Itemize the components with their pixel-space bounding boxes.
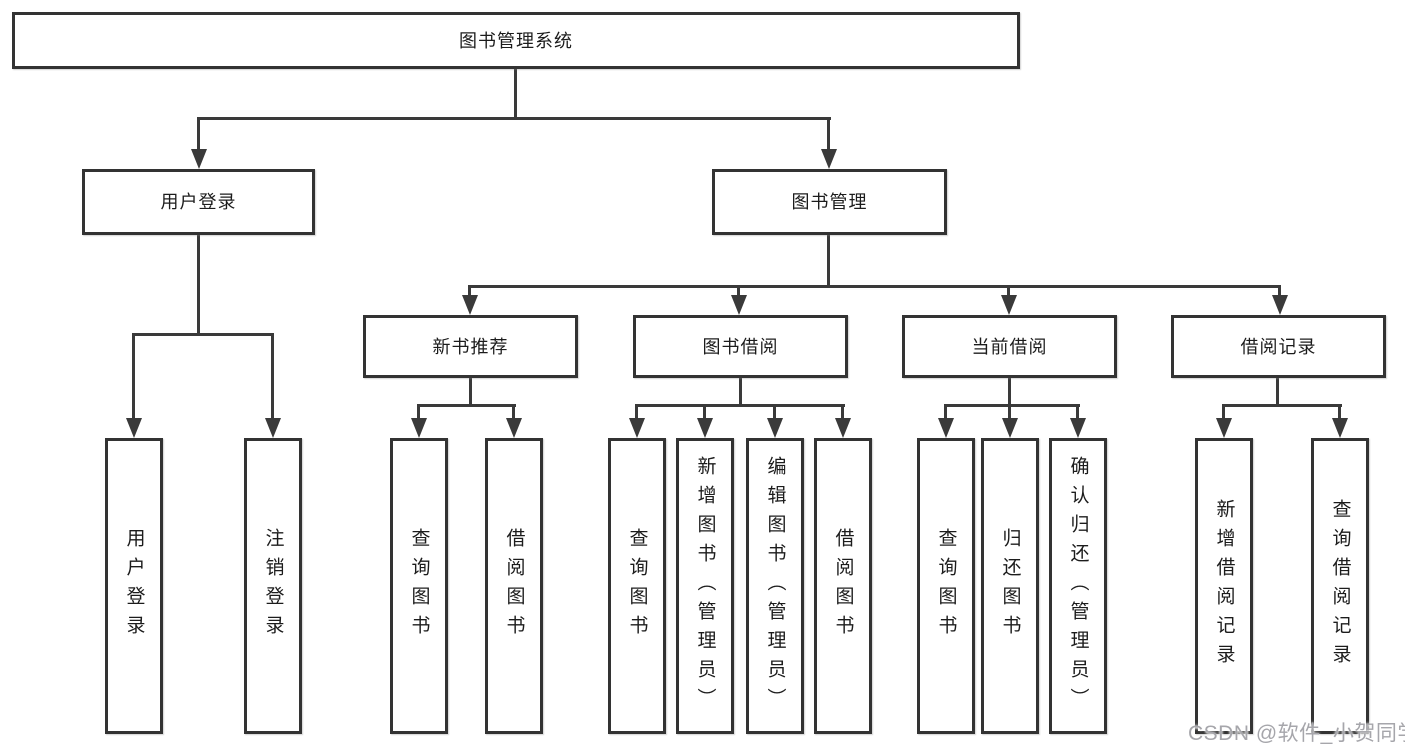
node-user-login: 用户登录	[82, 169, 315, 235]
connector-line	[1276, 377, 1279, 407]
arrow-down-icon	[125, 333, 142, 438]
node-label: 编辑图书（管理员）	[764, 455, 786, 717]
arrow-down-icon	[1001, 404, 1018, 438]
leaf-add-borrow-record: 新增借阅记录	[1195, 438, 1253, 734]
arrow-down-icon	[730, 285, 747, 315]
node-book-borrowing: 图书借阅	[633, 315, 848, 378]
leaf-borrow-books: 借阅图书	[814, 438, 872, 734]
node-label: 用户登录	[123, 528, 145, 644]
node-label: 查询图书	[935, 528, 957, 644]
connector-line	[1008, 377, 1011, 407]
node-label: 借阅记录	[1240, 336, 1317, 357]
leaf-user-login: 用户登录	[105, 438, 163, 734]
arrow-down-icon	[696, 404, 713, 438]
node-label: 查询借阅记录	[1329, 499, 1351, 673]
arrow-down-icon	[766, 404, 783, 438]
leaf-borrow-books: 借阅图书	[485, 438, 543, 734]
arrow-down-icon	[937, 404, 954, 438]
node-label: 查询图书	[626, 528, 648, 644]
arrow-down-icon	[1000, 285, 1017, 315]
leaf-query-books: 查询图书	[608, 438, 666, 734]
connector-line	[635, 404, 845, 407]
connector-line	[739, 377, 742, 407]
arrow-down-icon	[190, 117, 207, 169]
node-label: 借阅图书	[832, 528, 854, 644]
connector-line	[197, 234, 200, 336]
node-label: 确认归还（管理员）	[1067, 455, 1089, 717]
connector-line	[417, 404, 516, 407]
arrow-down-icon	[410, 404, 427, 438]
node-label: 新增图书（管理员）	[694, 455, 716, 717]
node-book-management: 图书管理	[712, 169, 947, 235]
leaf-query-books: 查询图书	[390, 438, 448, 734]
arrow-down-icon	[1069, 404, 1086, 438]
node-label: 查询图书	[408, 528, 430, 644]
connector-line	[1222, 404, 1342, 407]
leaf-query-books: 查询图书	[917, 438, 975, 734]
arrow-down-icon	[264, 333, 281, 438]
node-label: 新增借阅记录	[1213, 499, 1235, 673]
arrow-down-icon	[461, 285, 478, 315]
arrow-down-icon	[820, 117, 837, 169]
leaf-add-books-admin: 新增图书（管理员）	[676, 438, 734, 734]
node-root-system: 图书管理系统	[12, 12, 1020, 69]
csdn-watermark: CSDN @软件_小贺同学	[1188, 722, 1405, 745]
node-label: 新书推荐	[432, 336, 509, 357]
leaf-return-books: 归还图书	[981, 438, 1039, 734]
arrow-down-icon	[1331, 404, 1348, 438]
connector-line	[514, 68, 517, 120]
node-label: 当前借阅	[971, 336, 1048, 357]
node-label: 图书管理	[791, 192, 868, 212]
node-label: 归还图书	[999, 528, 1021, 644]
arrow-down-icon	[628, 404, 645, 438]
connector-line	[944, 404, 1080, 407]
leaf-edit-books-admin: 编辑图书（管理员）	[746, 438, 804, 734]
node-borrow-records: 借阅记录	[1171, 315, 1386, 378]
node-label: 图书借阅	[702, 336, 779, 357]
connector-line	[468, 285, 1281, 288]
node-label: 用户登录	[160, 192, 237, 212]
node-label: 借阅图书	[503, 528, 525, 644]
arrow-down-icon	[505, 404, 522, 438]
connector-line	[132, 333, 274, 336]
node-new-book-recommend: 新书推荐	[363, 315, 578, 378]
arrow-down-icon	[1271, 285, 1288, 315]
leaf-query-borrow-record: 查询借阅记录	[1311, 438, 1369, 734]
leaf-confirm-return-admin: 确认归还（管理员）	[1049, 438, 1107, 734]
connector-line	[469, 377, 472, 407]
connector-line	[197, 117, 831, 120]
arrow-down-icon	[1215, 404, 1232, 438]
node-label: 注销登录	[262, 528, 284, 644]
connector-line	[827, 234, 830, 288]
node-current-borrowing: 当前借阅	[902, 315, 1117, 378]
leaf-logout: 注销登录	[244, 438, 302, 734]
arrow-down-icon	[834, 404, 851, 438]
node-label: 图书管理系统	[459, 30, 573, 51]
